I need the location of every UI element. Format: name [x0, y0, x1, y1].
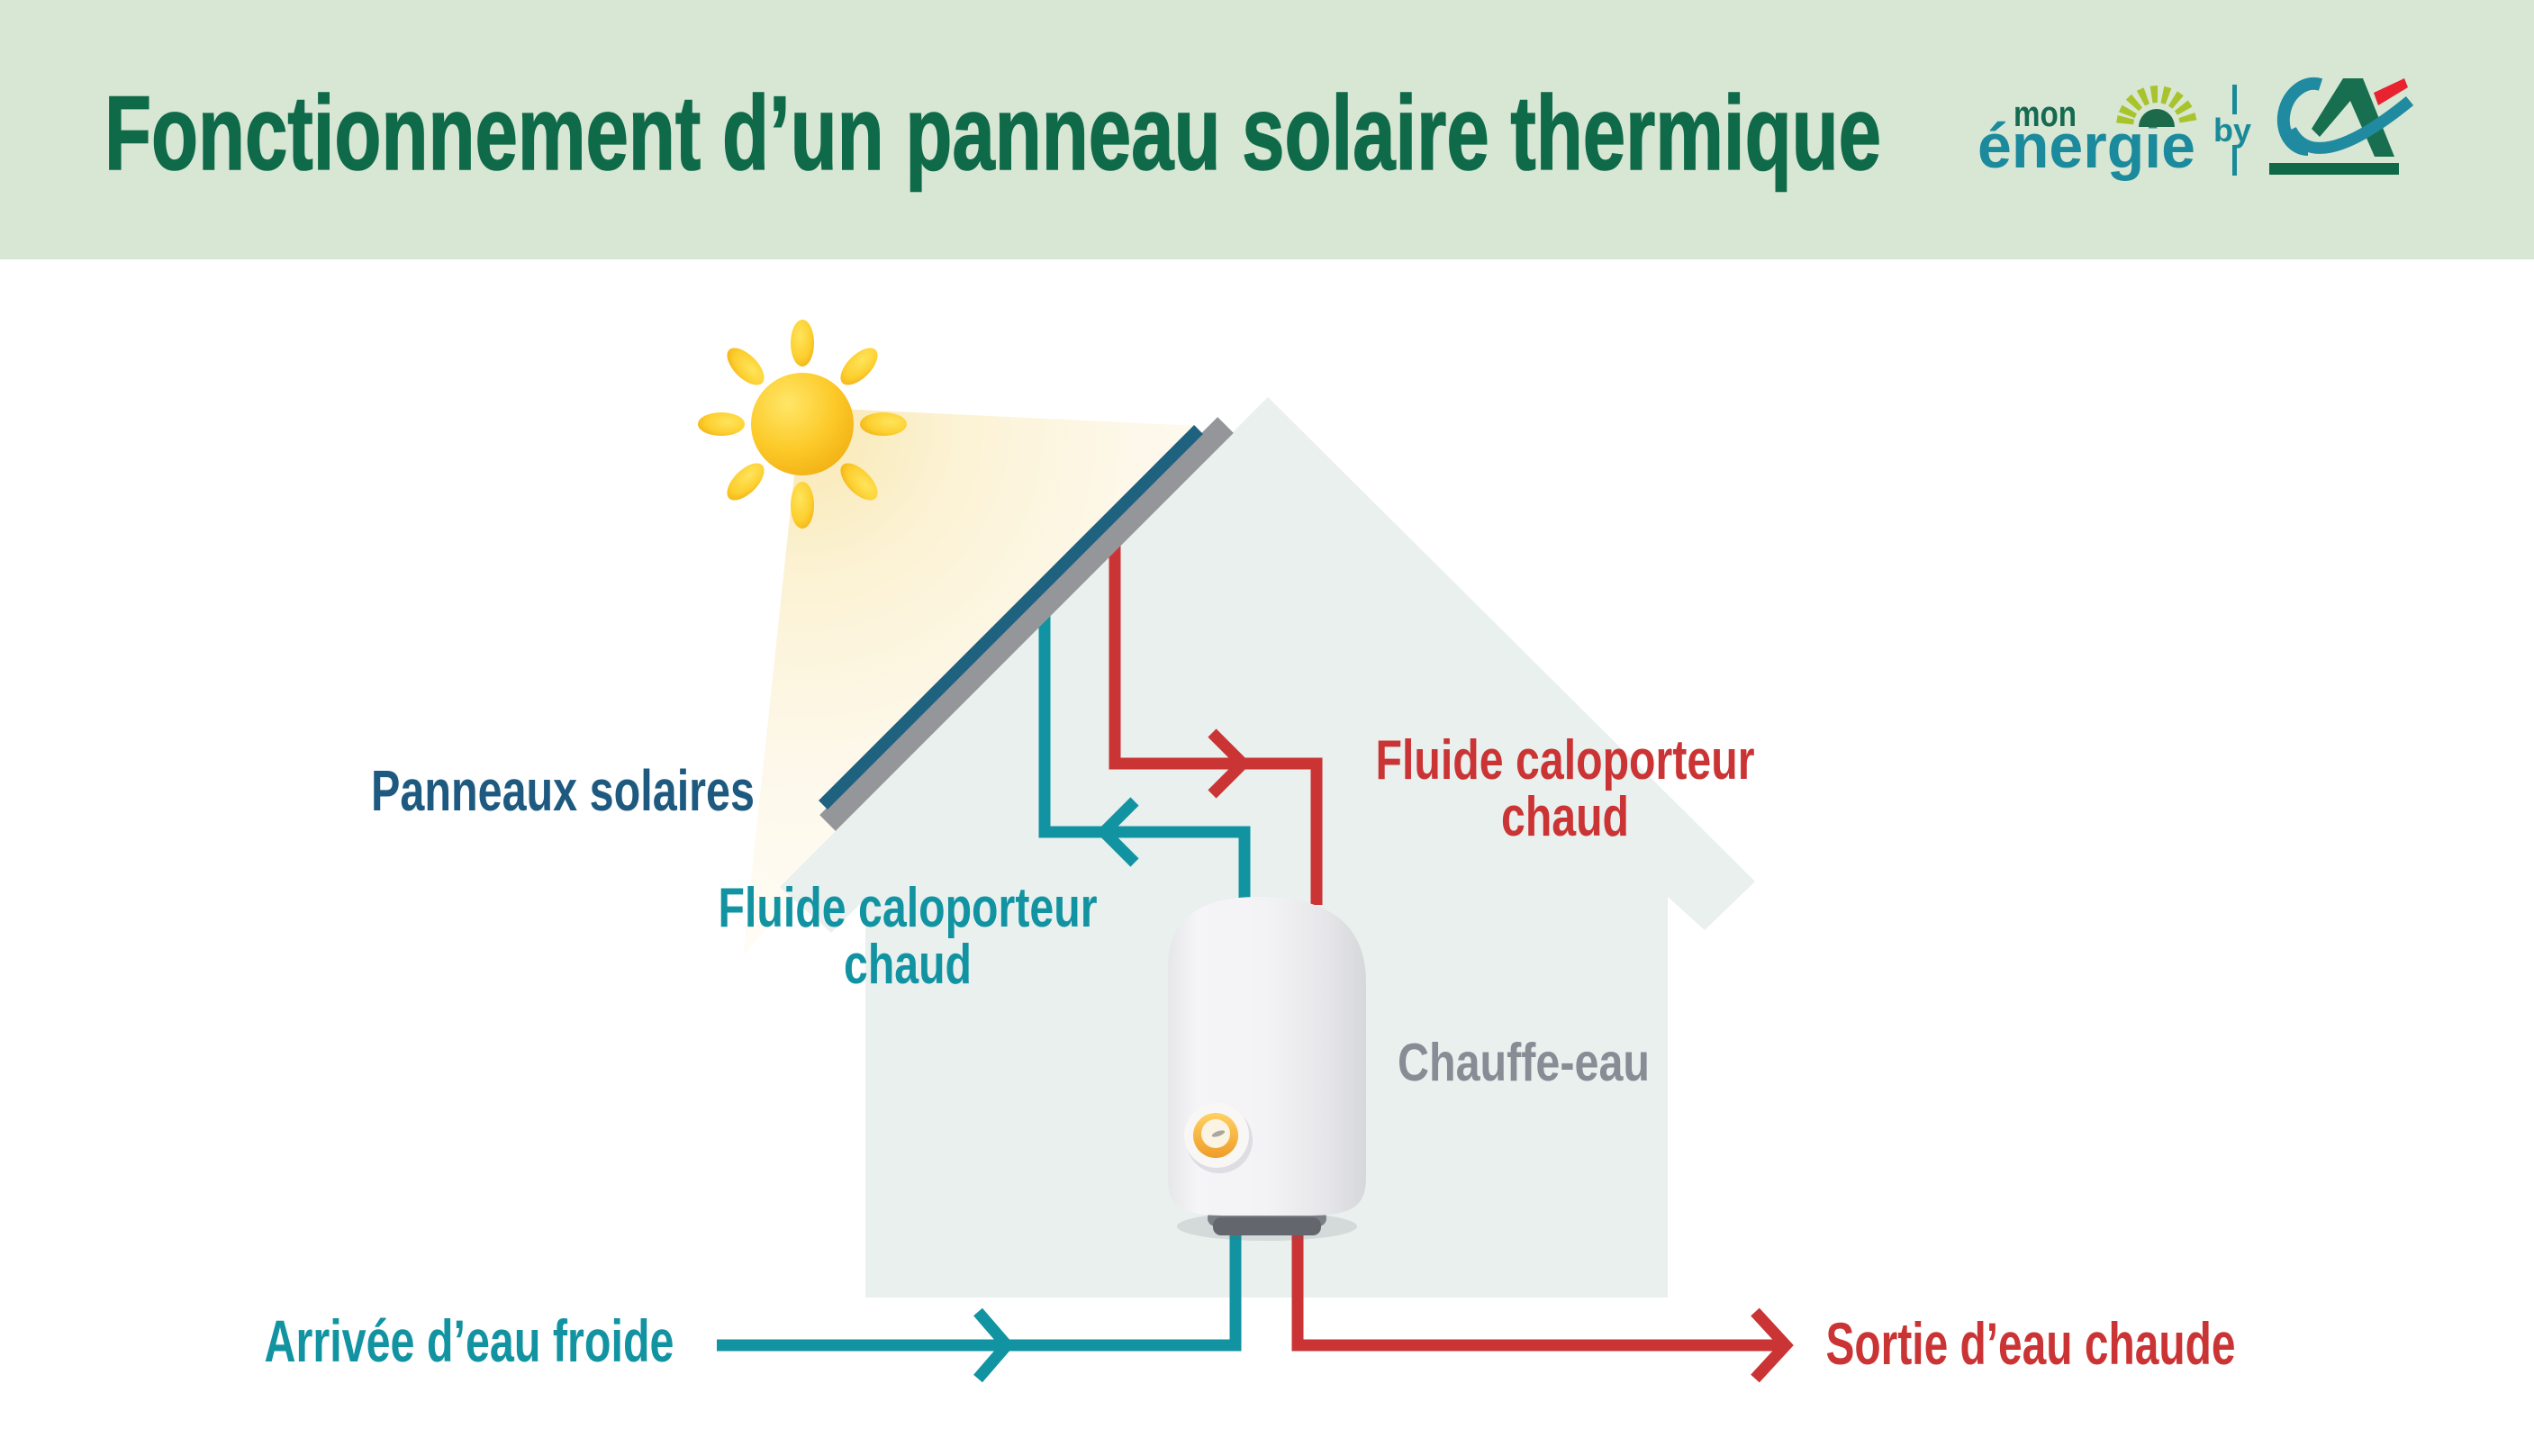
svg-text:Fluide caloporteur: Fluide caloporteur	[719, 877, 1098, 939]
svg-text:Chauffe-eau: Chauffe-eau	[1398, 1033, 1650, 1092]
svg-text:mon: mon	[2014, 95, 2077, 134]
svg-text:chaud: chaud	[1501, 786, 1629, 848]
svg-text:Panneaux solaires: Panneaux solaires	[371, 758, 755, 823]
svg-text:chaud: chaud	[844, 934, 972, 996]
svg-text:Fonctionnement d’un panneau so: Fonctionnement d’un panneau solaire ther…	[104, 74, 1881, 192]
svg-text:by: by	[2213, 112, 2251, 149]
svg-text:Arrivée d’eau froide: Arrivée d’eau froide	[265, 1307, 674, 1374]
svg-text:Sortie d’eau chaude: Sortie d’eau chaude	[1826, 1310, 2236, 1377]
svg-text:Fluide caloporteur: Fluide caloporteur	[1376, 729, 1755, 791]
